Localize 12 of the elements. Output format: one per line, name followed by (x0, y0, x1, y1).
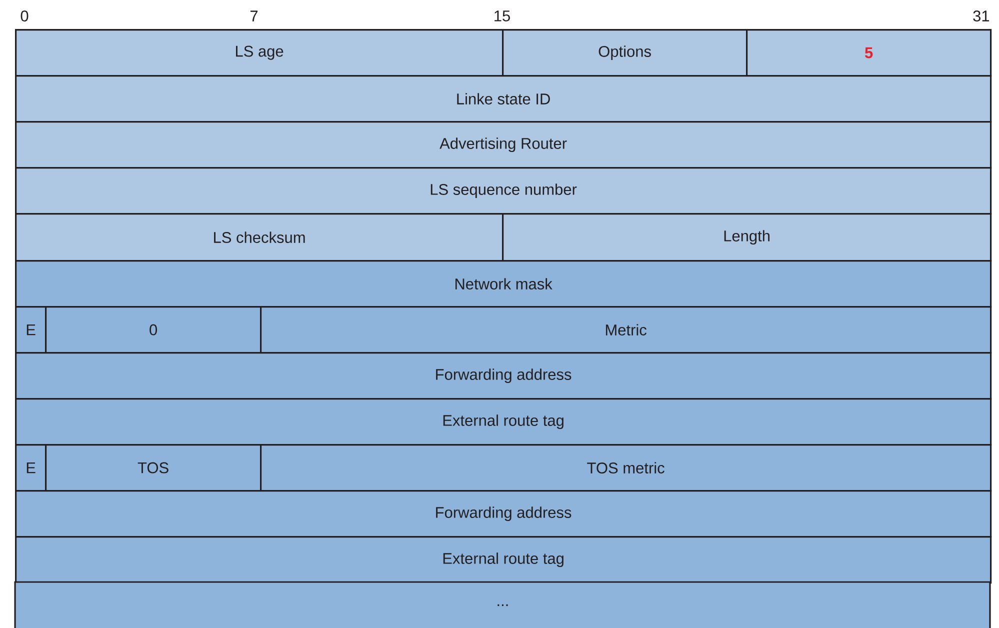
field-box: E (15, 306, 47, 354)
field-box: E (15, 444, 47, 492)
field-box: Advertising Router (15, 121, 992, 169)
field-box: LS sequence number (15, 167, 992, 215)
field-box: 5 (746, 29, 992, 77)
field-box: Options (502, 29, 748, 77)
field-box: Length (502, 213, 992, 262)
field-box: LS checksum (15, 213, 504, 262)
bit-number: 15 (494, 10, 510, 22)
field-box: LS age (15, 29, 504, 77)
field-box: External route tag (15, 536, 992, 584)
field-box: ... (14, 581, 991, 628)
